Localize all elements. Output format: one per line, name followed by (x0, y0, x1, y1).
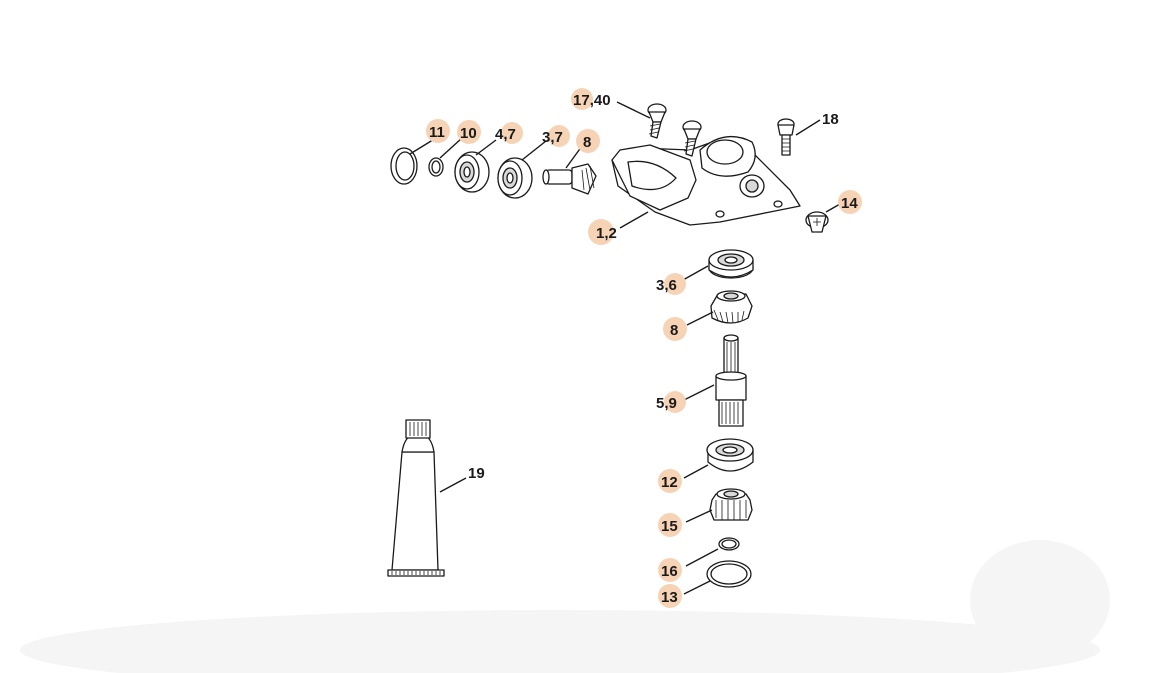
svg-text:11: 11 (429, 124, 445, 141)
screw-part-40 (682, 120, 702, 157)
svg-text:12: 12 (661, 474, 678, 491)
washer-part (428, 157, 444, 177)
svg-text:8: 8 (583, 134, 591, 151)
ball-bearing-part-left (454, 151, 490, 193)
leader-lines (409, 101, 841, 595)
snap-ring-part (390, 147, 418, 185)
svg-text:8: 8 (670, 322, 678, 339)
callout-17-40: 17,40 (571, 88, 611, 110)
circlip-part-16 (718, 537, 740, 551)
callout-3-7: 3,7 (542, 125, 570, 147)
svg-text:10: 10 (460, 125, 477, 142)
svg-text:15: 15 (661, 518, 678, 535)
svg-text:14: 14 (841, 195, 858, 212)
svg-text:13: 13 (661, 589, 678, 606)
snap-ring-part-13 (706, 560, 752, 588)
svg-text:19: 19 (468, 465, 485, 482)
svg-text:5,9: 5,9 (656, 395, 677, 412)
callout-8-top: 8 (576, 129, 600, 153)
background-shade-right (970, 540, 1110, 660)
callout-14: 14 (838, 190, 862, 214)
callout-1-2: 1,2 (588, 219, 617, 245)
svg-text:16: 16 (661, 563, 678, 580)
output-shaft-part (715, 334, 747, 427)
svg-text:3,7: 3,7 (542, 129, 563, 146)
callout-19: 19 (468, 465, 485, 482)
ball-bearing-part-right (497, 157, 533, 199)
bevel-gear-part (710, 290, 753, 324)
background-shade (20, 610, 1100, 673)
drive-gear-part-15 (709, 488, 753, 521)
callout-18: 18 (822, 111, 839, 128)
ball-bearing-part-36 (708, 249, 754, 279)
callout-10: 10 (457, 120, 481, 144)
countersunk-screw-part-14 (805, 211, 829, 233)
grease-tube-part (387, 419, 445, 577)
callout-16: 16 (658, 558, 682, 582)
callout-13: 13 (658, 584, 682, 608)
callout-8: 8 (663, 317, 687, 341)
callout-11: 11 (426, 119, 450, 143)
ball-bearing-part-12 (706, 438, 754, 472)
svg-text:3,6: 3,6 (656, 277, 677, 294)
svg-text:18: 18 (822, 111, 839, 128)
svg-text:17,40: 17,40 (573, 92, 611, 109)
screw-part-17 (647, 103, 667, 139)
callout-3-6: 3,6 (656, 273, 686, 295)
callout-15: 15 (658, 513, 682, 537)
pinion-shaft-part (542, 163, 597, 195)
svg-text:4,7: 4,7 (495, 126, 516, 143)
callout-4-7: 4,7 (495, 122, 523, 144)
gear-housing-part (611, 135, 801, 226)
callout-5-9: 5,9 (656, 391, 686, 413)
callout-12: 12 (658, 469, 682, 493)
screw-part-18 (777, 118, 795, 156)
svg-text:1,2: 1,2 (596, 225, 617, 242)
